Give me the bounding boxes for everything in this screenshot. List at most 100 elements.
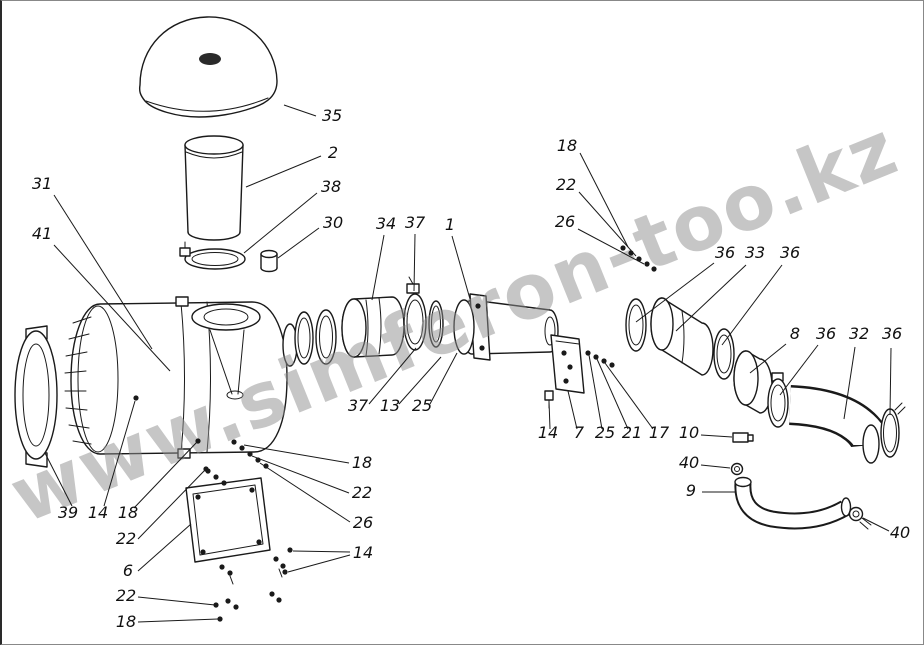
fastener-dot: [628, 250, 634, 256]
part-label-36: 36: [780, 243, 800, 262]
part-label-22: 22: [352, 483, 372, 502]
part-label-32: 32: [849, 324, 869, 343]
part-label-36: 36: [882, 324, 902, 343]
fastener-dot: [276, 597, 282, 603]
leader-line-26: [259, 462, 351, 523]
leader-line-18: [579, 152, 629, 248]
part-clamp-38: [179, 241, 246, 270]
leader-line-37: [413, 233, 416, 292]
fastener-dot: [255, 457, 261, 463]
part-label-33: 33: [745, 243, 765, 262]
part-label-22: 22: [116, 529, 136, 548]
leader-line-22: [578, 191, 637, 257]
fastener-dot: [601, 358, 607, 364]
part-label-17: 17: [649, 423, 670, 442]
part-label-25: 25: [595, 423, 615, 442]
part-label-37: 37: [348, 396, 369, 415]
leader-line-14: [548, 400, 551, 430]
fastener-dot: [231, 439, 237, 445]
fastener-dot: [563, 378, 569, 384]
fastener-dot: [247, 451, 253, 457]
fastener-dot: [593, 354, 599, 360]
part-end-ring-39: [14, 325, 58, 468]
part-label-14: 14: [353, 543, 373, 562]
leader-lines: [44, 104, 892, 623]
part-label-18: 18: [557, 136, 577, 155]
part-label-37: 37: [405, 213, 426, 232]
part-drain-pipe-9: [730, 432, 872, 530]
fastener-dot: [636, 256, 642, 262]
leader-line-33: [675, 264, 747, 332]
fastener-dot: [609, 362, 615, 368]
part-label-25: 25: [412, 396, 432, 415]
clamp-screw: [179, 247, 191, 257]
part-elbow-hose-32: [788, 385, 906, 464]
fastener-dot: [217, 616, 223, 622]
fastener-dot: [479, 345, 485, 351]
part-label-22: 22: [556, 175, 576, 194]
leader-line-36: [635, 262, 715, 323]
part-label-14: 14: [88, 503, 108, 522]
fastener-dot: [561, 350, 567, 356]
part-label-36: 36: [816, 324, 836, 343]
part-clamp-37: [403, 276, 444, 351]
leader-line-26: [577, 228, 645, 265]
fastener-dot: [651, 266, 657, 272]
fastener-dots: [133, 245, 657, 622]
part-mounting-plate-6: [185, 477, 283, 585]
leader-line-18: [137, 618, 219, 623]
part-label-18: 18: [116, 612, 136, 631]
fastener-dot: [282, 569, 288, 575]
leader-line-41: [53, 244, 171, 372]
leader-line-35: [283, 104, 317, 117]
part-bracket-7: [544, 334, 585, 409]
part-label-1: 1: [445, 215, 455, 234]
part-label-14: 14: [538, 423, 558, 442]
part-label-10: 10: [679, 423, 699, 442]
part-label-31: 31: [32, 174, 52, 193]
housing-clip-bottom: [177, 448, 191, 459]
cap-top-bolt: [199, 53, 221, 65]
leader-line-10: [700, 434, 733, 438]
leader-line-36: [889, 347, 892, 416]
part-label-9: 9: [686, 481, 696, 500]
part-label-35: 35: [322, 106, 342, 125]
fastener-dot: [219, 564, 225, 570]
leader-line-2: [245, 155, 322, 188]
part-label-26: 26: [353, 513, 373, 532]
leader-line-14: [292, 550, 351, 553]
fastener-dot: [269, 591, 275, 597]
fastener-dot: [213, 602, 219, 608]
leader-line-18: [133, 441, 198, 509]
fastener-dot: [203, 466, 209, 472]
leader-line-30: [277, 227, 320, 259]
leader-line-8: [749, 343, 787, 374]
leader-line-22: [137, 596, 216, 606]
clamp-40: [848, 506, 864, 522]
fastener-dot: [620, 245, 626, 251]
leader-line-18: [243, 444, 350, 464]
part-rain-cap: [138, 16, 278, 118]
leader-line-40: [700, 464, 731, 469]
part-label-18: 18: [118, 503, 138, 522]
leader-line-38: [243, 192, 318, 254]
fastener-dot: [233, 604, 239, 610]
part-label-18: 18: [352, 453, 372, 472]
leader-line-25: [588, 354, 603, 430]
fastener-dot: [287, 547, 293, 553]
part-housing: [64, 296, 298, 459]
part-label-7: 7: [574, 423, 585, 442]
fastener-dot: [263, 463, 269, 469]
fastener-dot: [200, 549, 206, 555]
fastener-dot: [239, 445, 245, 451]
leader-line-34: [371, 234, 385, 301]
fastener-dot: [475, 303, 481, 309]
leader-line-36: [779, 344, 819, 396]
leader-line-6: [137, 523, 192, 572]
leader-line-17: [604, 362, 654, 430]
fastener-dot: [195, 438, 201, 444]
part-fitting-30: [260, 249, 278, 273]
fastener-dot: [249, 487, 255, 493]
